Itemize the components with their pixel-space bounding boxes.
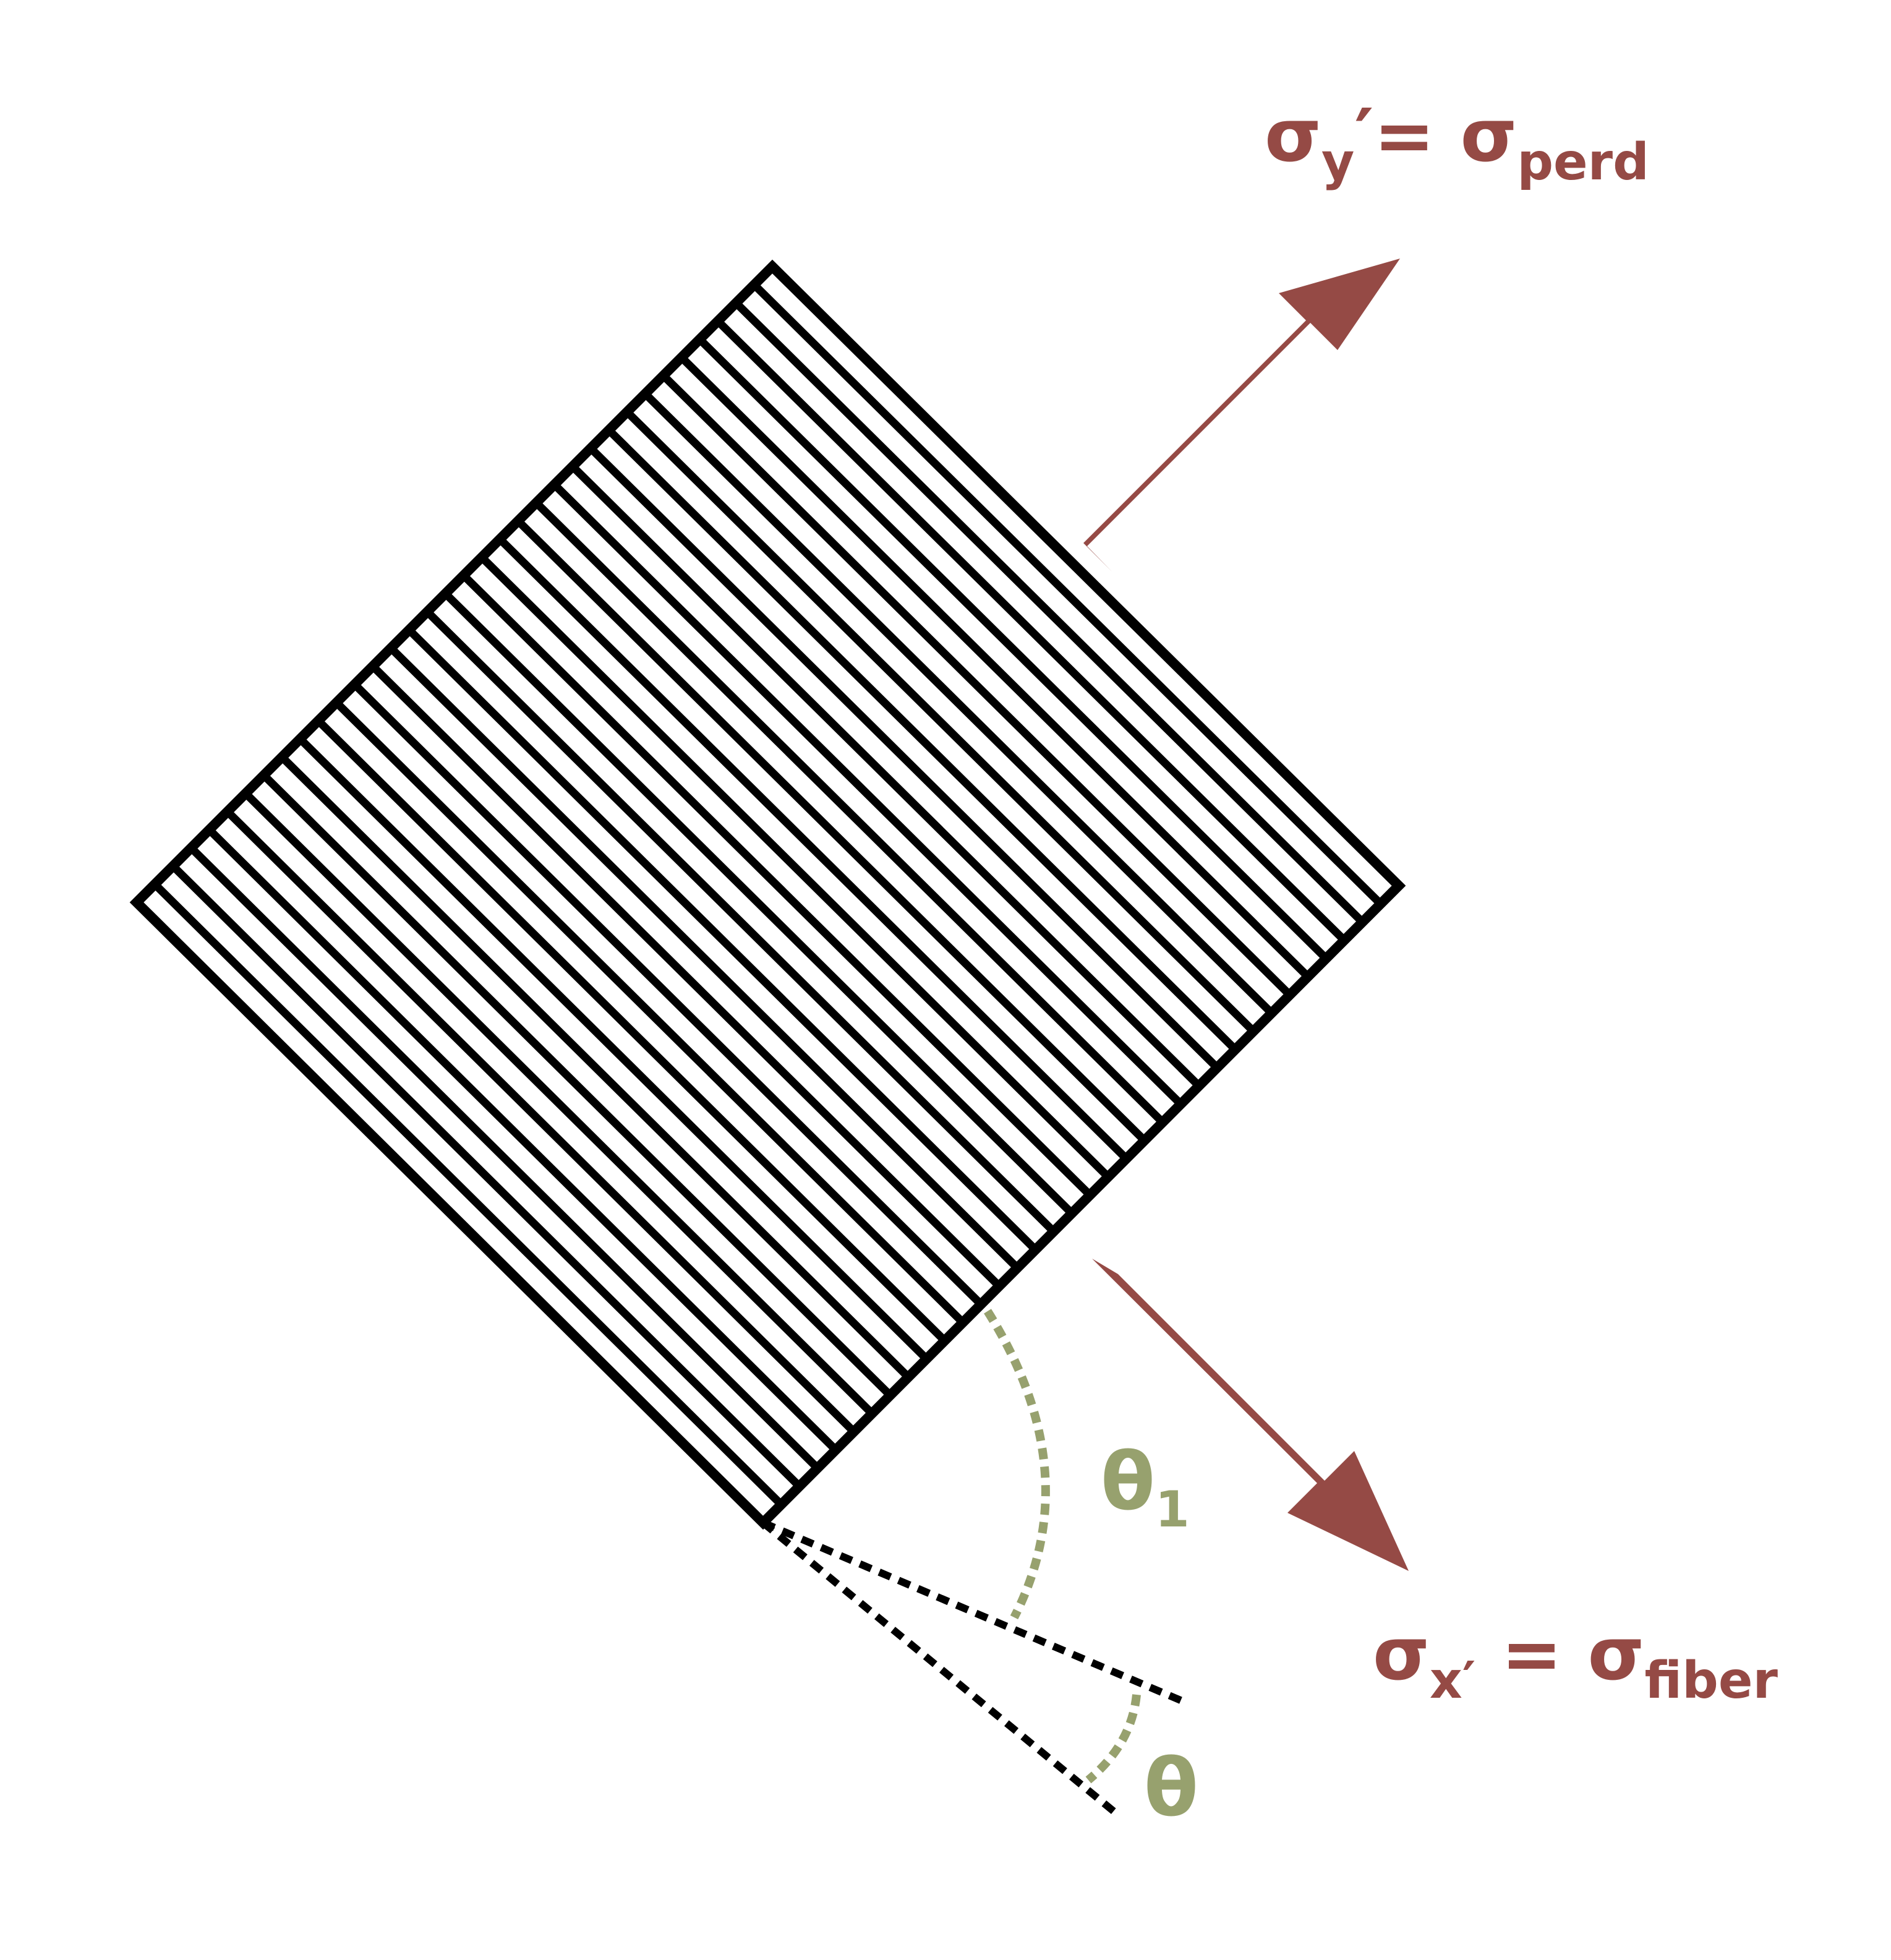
fiber-line (533, 500, 1166, 1126)
label-angle-theta: θ (1144, 1742, 1198, 1834)
label-perpendicular-stress: σy′= σperd (1265, 93, 1649, 192)
fiber-line (261, 772, 894, 1398)
fiber-line (678, 354, 1311, 980)
fiber-line (170, 863, 803, 1489)
fiber-line (351, 681, 984, 1307)
fiber-line (206, 826, 839, 1453)
fiber-line (424, 609, 1057, 1235)
fiber-line (751, 281, 1384, 907)
reference-line-lower (761, 1520, 1122, 1819)
angle-arc-theta (1085, 1694, 1141, 1784)
angle-arc-theta1 (984, 1309, 1050, 1620)
reference-line-upper (761, 1519, 1187, 1706)
fiber-line (660, 372, 1293, 998)
label-fiber-stress: σx′ = σfiber (1373, 1611, 1778, 1710)
fiber-line (388, 645, 1020, 1271)
fiber-line (406, 627, 1039, 1253)
arrow-fiber-stress (1092, 1259, 1409, 1571)
fiber-line (696, 336, 1330, 962)
fiber-line (715, 318, 1347, 943)
fiber-line (515, 518, 1148, 1144)
fiber-line (587, 445, 1220, 1071)
fiber-line (333, 700, 966, 1325)
fiber-line (370, 663, 1002, 1290)
arrow-perpendicular-stress (1083, 259, 1400, 571)
fiber-line (497, 536, 1129, 1162)
fiber-line (442, 591, 1075, 1217)
fiber-line (570, 463, 1202, 1089)
fiber-line (461, 572, 1093, 1198)
fiber-line (624, 409, 1257, 1035)
fiber-line (479, 554, 1111, 1180)
fiber-line (152, 881, 784, 1508)
fiber-lines (152, 281, 1384, 1508)
fiber-line (606, 427, 1239, 1053)
fiber-line (642, 390, 1274, 1016)
fiber-line (551, 481, 1184, 1107)
lamina-element-outline (129, 259, 1406, 1530)
fiber-line (242, 790, 875, 1417)
fiber-line (733, 300, 1365, 925)
fiber-line (224, 808, 857, 1435)
fiber-line (188, 845, 821, 1471)
fiber-line (279, 754, 911, 1380)
fiber-line (297, 736, 929, 1362)
fiber-line (315, 717, 948, 1344)
label-angle-theta1: θ1 (1101, 1436, 1190, 1538)
